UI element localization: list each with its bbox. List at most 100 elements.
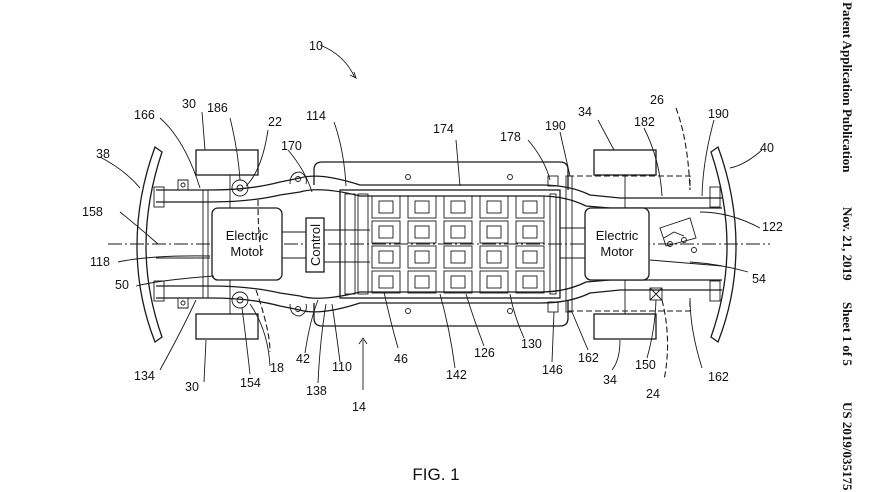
front-motor-label-2: Motor [230, 244, 264, 259]
battery-cell-terminal [522, 275, 538, 289]
ref-190-mid: 190 [545, 119, 566, 133]
rear-motor-label-1: Electric [596, 228, 639, 243]
battery-cell [407, 270, 437, 294]
control-unit [305, 217, 325, 273]
header-date: Nov. 21, 2019 [840, 207, 855, 281]
rear-bumper [710, 145, 737, 344]
front-electric-motor [211, 207, 283, 281]
frame-rail-lower-outer [156, 289, 722, 313]
battery-cell-terminal [486, 200, 502, 214]
battery-cell [407, 245, 437, 269]
body-outline-bottom [313, 300, 569, 327]
battery-cell [371, 195, 401, 219]
front-wheel-upper [195, 149, 259, 176]
battery-cell-terminal [450, 275, 466, 289]
battery-cell [371, 270, 401, 294]
battery-cell-terminal [522, 225, 538, 239]
ref-122: 122 [762, 220, 783, 234]
battery-cell-terminal [378, 225, 394, 239]
ref-186: 186 [207, 101, 228, 115]
ref-42: 42 [296, 352, 310, 366]
figure-caption: FIG. 1 [412, 465, 459, 484]
ref-46: 46 [394, 352, 408, 366]
battery-cell [479, 245, 509, 269]
battery-cell [515, 195, 545, 219]
battery-cell-terminal [522, 250, 538, 264]
ref-162-mid: 162 [578, 351, 599, 365]
ref-158: 158 [82, 205, 103, 219]
rear-electric-motor [584, 207, 650, 281]
ref-190-right: 190 [708, 107, 729, 121]
rear-dashed-lower [568, 298, 691, 312]
front-motor-label-1: Electric [226, 228, 269, 243]
ref-174: 174 [433, 122, 454, 136]
battery-cell-terminal [450, 200, 466, 214]
rear-motor-label-2: Motor [600, 244, 634, 259]
dashed-leader-24 [661, 299, 669, 381]
battery-cell-terminal [378, 275, 394, 289]
frame-rail-upper-inner [156, 189, 722, 209]
ref-34-top: 34 [578, 105, 592, 119]
body-outline-top [313, 161, 569, 190]
ref-162-right: 162 [708, 370, 729, 384]
battery-cell-terminal [378, 250, 394, 264]
battery-cell-terminal [486, 250, 502, 264]
rear-wheel-upper [593, 149, 657, 176]
leader-lines [99, 44, 763, 384]
ref-142: 142 [446, 368, 467, 382]
battery-cell-terminal [378, 200, 394, 214]
front-bumper [136, 145, 163, 344]
ref-146: 146 [542, 363, 563, 377]
ref-126: 126 [474, 346, 495, 360]
front-bracket-upper [153, 186, 165, 208]
battery-cell [515, 220, 545, 244]
battery-cell-terminal [486, 275, 502, 289]
battery-cell [371, 245, 401, 269]
dashed-leader-18 [255, 289, 271, 353]
ref-14: 14 [352, 400, 366, 414]
ref-30-top: 30 [182, 97, 196, 111]
ref-154: 154 [240, 376, 261, 390]
battery-cell [479, 220, 509, 244]
ref-18: 18 [270, 361, 284, 375]
battery-cell-terminal [414, 250, 430, 264]
ref-26: 26 [650, 93, 664, 107]
ref-34-bottom: 34 [603, 373, 617, 387]
rear-component-122 [659, 217, 697, 247]
mount-146 [547, 301, 559, 313]
front-bracket-lower [153, 280, 165, 302]
ref-138: 138 [306, 384, 327, 398]
battery-pack [339, 189, 561, 299]
ref-22: 22 [268, 115, 282, 129]
reference-numerals: 10 30 186 22 166 114 170 174 178 190 34 … [82, 39, 783, 414]
ref-170: 170 [281, 139, 302, 153]
patent-header: Patent Application Publication Nov. 21, … [840, 2, 855, 491]
ref-24: 24 [646, 387, 660, 401]
ref-54: 54 [752, 272, 766, 286]
battery-cell-terminal [450, 250, 466, 264]
wire-rear [649, 259, 723, 267]
cross-member-190 [565, 175, 573, 313]
battery-cell-terminal [522, 200, 538, 214]
ref-134: 134 [134, 369, 155, 383]
battery-cell [443, 220, 473, 244]
ref-10: 10 [309, 39, 323, 53]
rear-wheel-lower [593, 313, 657, 340]
battery-cell-terminal [486, 225, 502, 239]
ref-182: 182 [634, 115, 655, 129]
ref-130: 130 [521, 337, 542, 351]
battery-cell [515, 270, 545, 294]
dashed-leader-26 [675, 107, 691, 191]
battery-cell [479, 195, 509, 219]
mount-tabs [177, 171, 513, 317]
ref-150: 150 [635, 358, 656, 372]
battery-cell [443, 245, 473, 269]
frame-rail-lower-inner [156, 279, 722, 299]
battery-cell [371, 220, 401, 244]
ref-110: 110 [332, 360, 352, 374]
mount-178 [547, 175, 559, 187]
battery-cell-terminal [450, 225, 466, 239]
ref-114: 114 [306, 109, 326, 123]
ref-38: 38 [96, 147, 110, 161]
